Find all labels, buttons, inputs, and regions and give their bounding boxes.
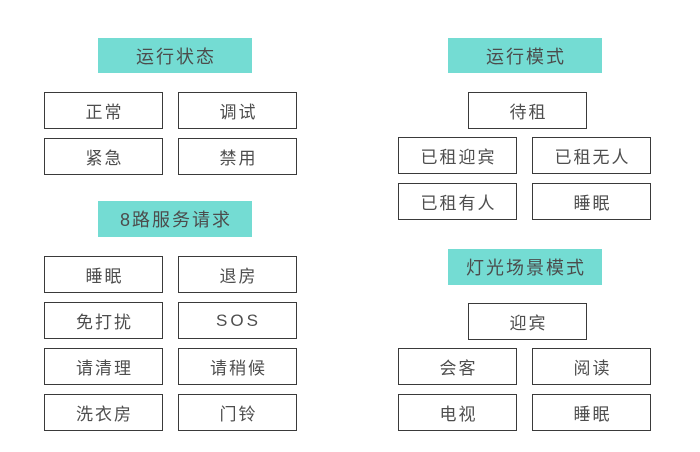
light-scene-welcome-button[interactable]: 迎宾	[468, 303, 587, 340]
section-header-run-status: 运行状态	[98, 38, 252, 73]
light-scene-reading-button[interactable]: 阅读	[532, 348, 651, 385]
service-please-clean-button[interactable]: 请清理	[44, 348, 163, 385]
run-mode-rented-occupied-button[interactable]: 已租有人	[398, 183, 517, 220]
section-header-light-scene: 灯光场景模式	[448, 249, 602, 285]
service-do-not-disturb-button[interactable]: 免打扰	[44, 302, 163, 339]
run-mode-for-rent-button[interactable]: 待租	[468, 92, 587, 129]
run-status-debug-button[interactable]: 调试	[178, 92, 297, 129]
section-header-service-request: 8路服务请求	[98, 201, 252, 237]
run-status-emergency-button[interactable]: 紧急	[44, 138, 163, 175]
run-status-normal-button[interactable]: 正常	[44, 92, 163, 129]
section-header-run-mode: 运行模式	[448, 38, 602, 73]
run-status-disabled-button[interactable]: 禁用	[178, 138, 297, 175]
service-checkout-button[interactable]: 退房	[178, 256, 297, 293]
light-scene-meeting-button[interactable]: 会客	[398, 348, 517, 385]
run-mode-rented-welcome-button[interactable]: 已租迎宾	[398, 137, 517, 174]
service-doorbell-button[interactable]: 门铃	[178, 394, 297, 431]
service-sos-button[interactable]: SOS	[178, 302, 297, 339]
run-mode-sleep-button[interactable]: 睡眠	[532, 183, 651, 220]
service-laundry-button[interactable]: 洗衣房	[44, 394, 163, 431]
service-please-wait-button[interactable]: 请稍候	[178, 348, 297, 385]
light-scene-tv-button[interactable]: 电视	[398, 394, 517, 431]
light-scene-sleep-button[interactable]: 睡眠	[532, 394, 651, 431]
service-sleep-button[interactable]: 睡眠	[44, 256, 163, 293]
run-mode-rented-vacant-button[interactable]: 已租无人	[532, 137, 651, 174]
